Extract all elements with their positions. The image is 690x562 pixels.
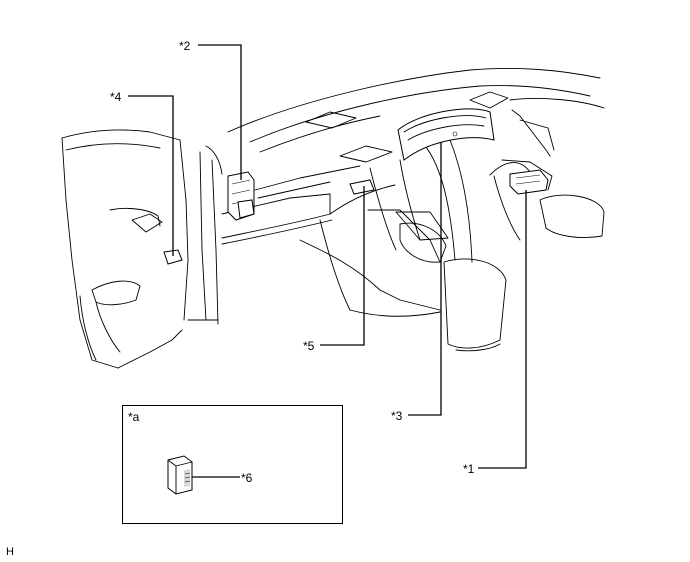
driver-door bbox=[493, 98, 605, 241]
inset-part bbox=[167, 455, 193, 495]
leader-3 bbox=[408, 142, 442, 416]
callout-2: *2 bbox=[179, 39, 191, 53]
callout-6: *6 bbox=[241, 471, 253, 485]
inset-frame bbox=[122, 405, 343, 524]
center-module bbox=[349, 179, 375, 195]
leader-1 bbox=[478, 190, 527, 469]
driver-seat bbox=[489, 162, 605, 239]
passenger-door bbox=[61, 129, 189, 369]
callout-5: *5 bbox=[303, 339, 315, 353]
callout-3: *3 bbox=[391, 409, 403, 423]
door-opening bbox=[187, 145, 223, 325]
dashboard bbox=[221, 67, 601, 317]
leader-4 bbox=[128, 95, 174, 256]
figure-code: H bbox=[6, 546, 14, 558]
main-body-ecu bbox=[227, 171, 255, 221]
callout-4: *4 bbox=[110, 90, 122, 104]
callout-a: *a bbox=[128, 410, 140, 424]
leader-5 bbox=[320, 186, 365, 346]
power-window-master-switch bbox=[509, 169, 549, 195]
combination-meter bbox=[397, 108, 495, 161]
callout-1: *1 bbox=[463, 462, 475, 476]
passenger-seat bbox=[299, 222, 507, 352]
leader-2 bbox=[198, 44, 242, 180]
